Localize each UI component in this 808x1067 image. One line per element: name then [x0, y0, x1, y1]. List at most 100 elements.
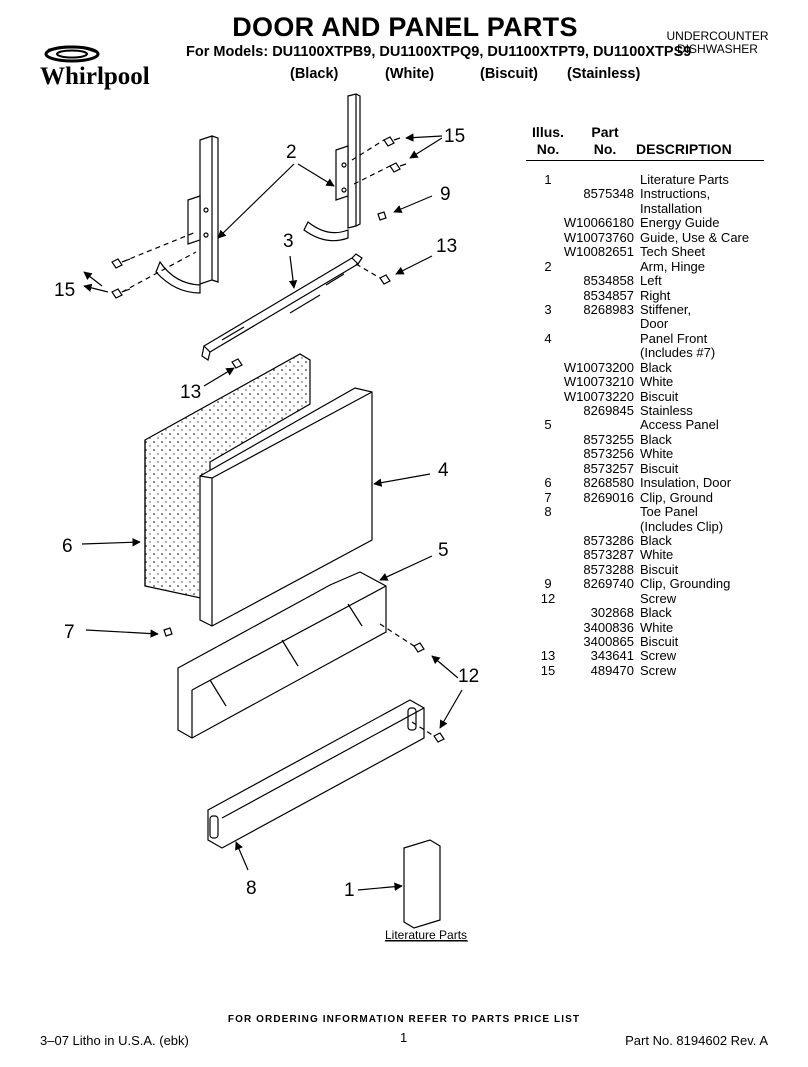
callout-9: 9 — [440, 184, 451, 205]
table-row: 8573287 White — [518, 547, 768, 563]
description-cell: Black — [640, 532, 672, 548]
door-insulation — [144, 353, 311, 601]
description-cell: Guide, Use & Care — [640, 229, 750, 245]
callout-13-top: 13 — [436, 236, 457, 257]
illus-cell: 1 — [544, 172, 552, 187]
model-list: For Models: DU1100XTPB9, DU1100XTPQ9, DU… — [186, 44, 692, 60]
illus-cell: 9 — [544, 576, 552, 592]
part-number-cell: 8269016 — [583, 489, 634, 505]
description-cell: Insulation, Door — [640, 475, 732, 491]
illus-cell: 7 — [544, 489, 552, 505]
description-cell: Access Panel — [640, 417, 719, 433]
table-row: Door — [518, 316, 768, 332]
part-number-cell: 8575348 — [583, 186, 634, 202]
callout-2: 2 — [286, 142, 297, 163]
illus-cell: 5 — [544, 417, 552, 433]
part-number-cell: 3400836 — [583, 619, 634, 635]
description-cell: Left — [640, 273, 662, 289]
product-type-line2: DISHWASHER — [677, 42, 758, 56]
hinge-arm-left — [155, 135, 219, 294]
part-number-cell: W10082651 — [563, 244, 634, 260]
description-cell: White — [640, 547, 674, 563]
illus-cell: 13 — [540, 648, 556, 664]
part-number-cell: W10073760 — [563, 229, 634, 245]
callout-3: 3 — [283, 231, 294, 252]
description-cell: Right — [640, 287, 671, 303]
part-number-cell: 343641 — [590, 648, 634, 664]
part-number-cell: 302868 — [590, 605, 634, 621]
part-number-cell: W10073200 — [563, 359, 634, 375]
svg-text:Whirlpool: Whirlpool — [40, 63, 150, 90]
table-row: 8573257 Biscuit — [518, 460, 768, 476]
product-type-line1: UNDERCOUNTER — [666, 29, 769, 43]
toe-panel — [207, 699, 425, 849]
description-cell: Door — [640, 316, 669, 332]
header-divider — [526, 160, 764, 161]
callout-5: 5 — [438, 540, 449, 561]
description-cell: Biscuit — [640, 561, 679, 577]
callout-15-top: 15 — [444, 126, 465, 147]
table-row: 5 Access Panel — [518, 417, 768, 433]
description-cell: White — [640, 374, 674, 390]
product-type: UNDERCOUNTER DISHWASHER — [655, 30, 780, 56]
callout-8: 8 — [246, 878, 257, 899]
description-cell: Clip, Ground — [640, 489, 713, 505]
door-stiffener — [201, 253, 363, 361]
part-number-cell: 8269845 — [583, 403, 634, 418]
description-cell: Tech Sheet — [640, 244, 706, 260]
description-cell: Energy Guide — [640, 215, 720, 231]
exploded-parts-diagram: 2 15 9 3 13 15 13 4 6 5 7 12 8 1 Literat… — [54, 93, 479, 942]
illus-cell: 4 — [544, 330, 552, 346]
description-cell: Screw — [640, 648, 677, 664]
table-row: 7 8269016 Clip, Ground — [518, 489, 768, 505]
part-number-cell: 8573287 — [583, 547, 634, 563]
part-number-cell: 8268580 — [583, 475, 634, 491]
description-cell: Biscuit — [640, 460, 679, 476]
illus-cell: 12 — [540, 590, 556, 606]
table-row: 13 343641 Screw — [518, 648, 768, 664]
color-white: (White) — [385, 66, 435, 82]
table-row: 15 489470 Screw — [518, 662, 768, 678]
description-cell: (Includes #7) — [640, 345, 716, 361]
callout-7: 7 — [64, 622, 75, 643]
panel-front — [199, 387, 373, 627]
literature-parts-label: Literature Parts — [385, 928, 467, 942]
description-cell: Arm, Hinge — [640, 258, 706, 274]
illus-cell: 3 — [544, 301, 552, 317]
table-row: W10082651 Tech Sheet — [518, 244, 768, 260]
illus-cell: 15 — [540, 662, 556, 678]
page-number: 1 — [400, 1030, 408, 1045]
table-row: 9 8269740 Clip, Grounding — [518, 576, 768, 592]
column-header-part: Part No. — [591, 124, 619, 157]
description-cell: Instructions, — [640, 186, 711, 202]
part-number-cell: 8269740 — [583, 576, 634, 592]
table-row: Installation — [518, 201, 768, 216]
description-cell: White — [640, 619, 674, 635]
table-row: 8269845 Stainless — [518, 403, 768, 418]
table-row: (Includes Clip) — [518, 519, 768, 534]
callout-15-left: 15 — [54, 280, 75, 301]
callout-leaders — [81, 133, 463, 891]
description-cell: Clip, Grounding — [640, 576, 731, 592]
print-info: 3–07 Litho in U.S.A. (ebk) — [40, 1033, 189, 1048]
description-cell: Stainless — [640, 403, 693, 418]
part-number-cell: 8573257 — [583, 460, 634, 476]
whirlpool-logo: Whirlpool — [40, 45, 150, 90]
callout-1: 1 — [344, 880, 355, 901]
part-number: Part No. 8194602 Rev. A — [625, 1033, 768, 1048]
part-number-cell: 489470 — [590, 662, 634, 678]
description-cell: White — [640, 446, 674, 462]
part-number-cell: 8573255 — [583, 431, 634, 447]
description-cell: Screw — [640, 662, 677, 678]
